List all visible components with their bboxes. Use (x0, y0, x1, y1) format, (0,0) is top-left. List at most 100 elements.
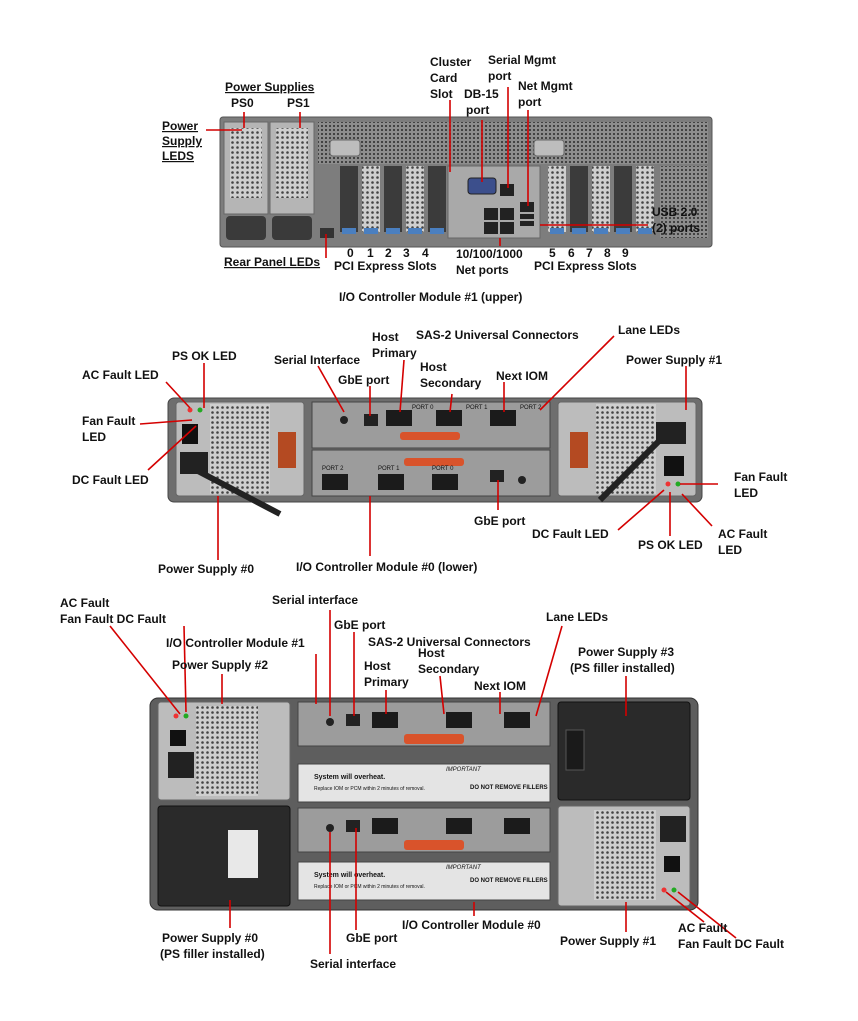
sas2-connectors-label: SAS-2 Universal Connectors (368, 635, 531, 649)
power-supply-1-unit (557, 805, 691, 907)
slot-number-0: 0 (347, 246, 354, 260)
serial-interface-label: Serial Interface (274, 353, 360, 367)
io-module-0-label: I/O Controller Module #0 (lower) (296, 560, 477, 574)
lane-leds-label: Lane LEDs (546, 610, 608, 624)
slot-number-6: 6 (568, 246, 575, 260)
power-supply-3-label-2: (PS filler installed) (570, 661, 675, 675)
panel2-enclosure: PORT 0 PORT 1 PORT 2 PORT 2 PORT 1 PORT … (139, 335, 718, 560)
power-supply-1-label: Power Supply #1 (626, 353, 722, 367)
slot-number-2: 2 (385, 246, 392, 260)
pci-slots-right-label: PCI Express Slots (534, 259, 637, 273)
slot-number-4: 4 (422, 246, 429, 260)
pci-slots-left-label: PCI Express Slots (334, 259, 437, 273)
panel2-leaders (139, 335, 718, 560)
filler-important-text: IMPORTANT (446, 767, 482, 773)
fan-fault-dc-fault-tl-label: Fan Fault DC Fault (60, 612, 166, 626)
filler-warning-text: System will overheat. (314, 872, 385, 879)
power-supply-0-unit (175, 401, 305, 517)
port-tag: PORT 2 (520, 405, 542, 411)
filler-instruction-text: Replace IOM or PCM within 2 minutes of r… (314, 786, 425, 792)
port-tag: PORT 0 (432, 466, 454, 472)
usb-ports-label-2: (2) ports (652, 221, 700, 235)
port-tag: PORT 2 (322, 466, 344, 472)
serial-interface-bottom-label: Serial interface (310, 957, 396, 971)
fan-fault-led-right-label-1: Fan Fault (734, 470, 787, 484)
panel3-leaders (109, 610, 737, 954)
port-tag: PORT 1 (466, 405, 488, 411)
panel1-server-rear (206, 87, 713, 258)
slot-number-9: 9 (622, 246, 629, 260)
power-supply-0-label-2: (PS filler installed) (160, 947, 265, 961)
rear-panel-leds-label: Rear Panel LEDs (224, 255, 320, 269)
ps0-unit (223, 121, 269, 240)
panel1-caption: I/O Controller Module #1 (upper) (339, 290, 522, 304)
filler-important-text: IMPORTANT (446, 865, 482, 871)
power-supply-leds-label-2: Supply (162, 134, 202, 148)
host-secondary-label-1: Host (420, 360, 447, 374)
lane-leds-label: Lane LEDs (618, 323, 680, 337)
power-supply-0-label: Power Supply #0 (158, 562, 254, 576)
net-ports-label-2: Net ports (456, 263, 509, 277)
panel1-leaders (206, 87, 648, 258)
ps0-label: PS0 (231, 96, 254, 110)
port-tag: PORT 1 (378, 466, 400, 472)
net-ports-label-1: 10/100/1000 (456, 247, 523, 261)
ac-fault-led-right-label-2: LED (718, 543, 742, 557)
host-primary-label-2: Primary (372, 346, 417, 360)
next-iom-label: Next IOM (474, 679, 526, 693)
power-supply-3-filler (557, 701, 691, 801)
power-supply-leds-label-1: Power (162, 119, 198, 133)
next-iom-label: Next IOM (496, 369, 548, 383)
net-mgmt-port-label-1: Net Mgmt (518, 79, 573, 93)
ac-fault-led-left-label: AC Fault LED (82, 368, 159, 382)
dc-fault-led-right-label: DC Fault LED (532, 527, 609, 541)
panel2-labels: PS OK LED AC Fault LED Fan Fault LED DC … (72, 323, 787, 576)
power-supply-2-unit (157, 701, 291, 801)
sas2-connectors-label: SAS-2 Universal Connectors (416, 328, 579, 342)
db15-port-label-1: DB-15 (464, 87, 499, 101)
filler-do-not-remove-text: DO NOT REMOVE FILLERS (470, 878, 548, 884)
gbe-port-bottom-label: GbE port (346, 931, 397, 945)
slot-number-8: 8 (604, 246, 611, 260)
ac-fault-tl-label: AC Fault (60, 596, 109, 610)
io-module-0-label: I/O Controller Module #0 (402, 918, 541, 932)
slot-number-7: 7 (586, 246, 593, 260)
filler-warning-text: System will overheat. (314, 774, 385, 781)
usb-ports-label-1: USB 2.0 (652, 205, 698, 219)
pci-slots-left (340, 166, 446, 234)
power-supply-2-label: Power Supply #2 (172, 658, 268, 672)
host-primary-label-1: Host (372, 330, 399, 344)
filler-label-1: System will overheat. Replace IOM or PCM… (314, 767, 548, 792)
gbe-port-bottom-label: GbE port (474, 514, 525, 528)
ps-ok-led-right-label: PS OK LED (638, 538, 703, 552)
host-secondary-label-2: Secondary (418, 662, 480, 676)
slot-number-3: 3 (403, 246, 410, 260)
power-supply-1-unit (557, 401, 697, 503)
net-mgmt-port-label-2: port (518, 95, 541, 109)
cluster-card-slot-label-3: Slot (430, 87, 453, 101)
serial-interface-top-label: Serial interface (272, 593, 358, 607)
host-primary-label-1: Host (364, 659, 391, 673)
power-supply-leds-label-3: LEDS (162, 149, 194, 163)
panel3-enclosure: System will overheat. Replace IOM or PCM… (109, 610, 737, 954)
filler-instruction-text: Replace IOM or PCM within 2 minutes of r… (314, 884, 425, 890)
filler-label-2: System will overheat. Replace IOM or PCM… (314, 865, 548, 890)
fan-fault-dc-fault-br-label: Fan Fault DC Fault (678, 937, 784, 951)
gbe-port-top-label: GbE port (334, 618, 385, 632)
cluster-card-slot-label-2: Card (430, 71, 457, 85)
host-secondary-label-1: Host (418, 646, 445, 660)
port-tag: PORT 0 (412, 405, 434, 411)
fan-fault-led-left-label-2: LED (82, 430, 106, 444)
fan-fault-led-right-label-2: LED (734, 486, 758, 500)
ps-ok-led-left-label: PS OK LED (172, 349, 237, 363)
power-supply-0-label-1: Power Supply #0 (162, 931, 258, 945)
power-supplies-label: Power Supplies (225, 80, 315, 94)
ps1-label: PS1 (287, 96, 310, 110)
ac-fault-led-right-label-1: AC Fault (718, 527, 767, 541)
serial-mgmt-port-label-2: port (488, 69, 511, 83)
panel2-port-tags: PORT 0 PORT 1 PORT 2 PORT 2 PORT 1 PORT … (322, 405, 542, 472)
io-module-1-label: I/O Controller Module #1 (166, 636, 305, 650)
ac-fault-br-label: AC Fault (678, 921, 727, 935)
dc-fault-led-left-label: DC Fault LED (72, 473, 149, 487)
pci-slots-right (548, 166, 654, 234)
